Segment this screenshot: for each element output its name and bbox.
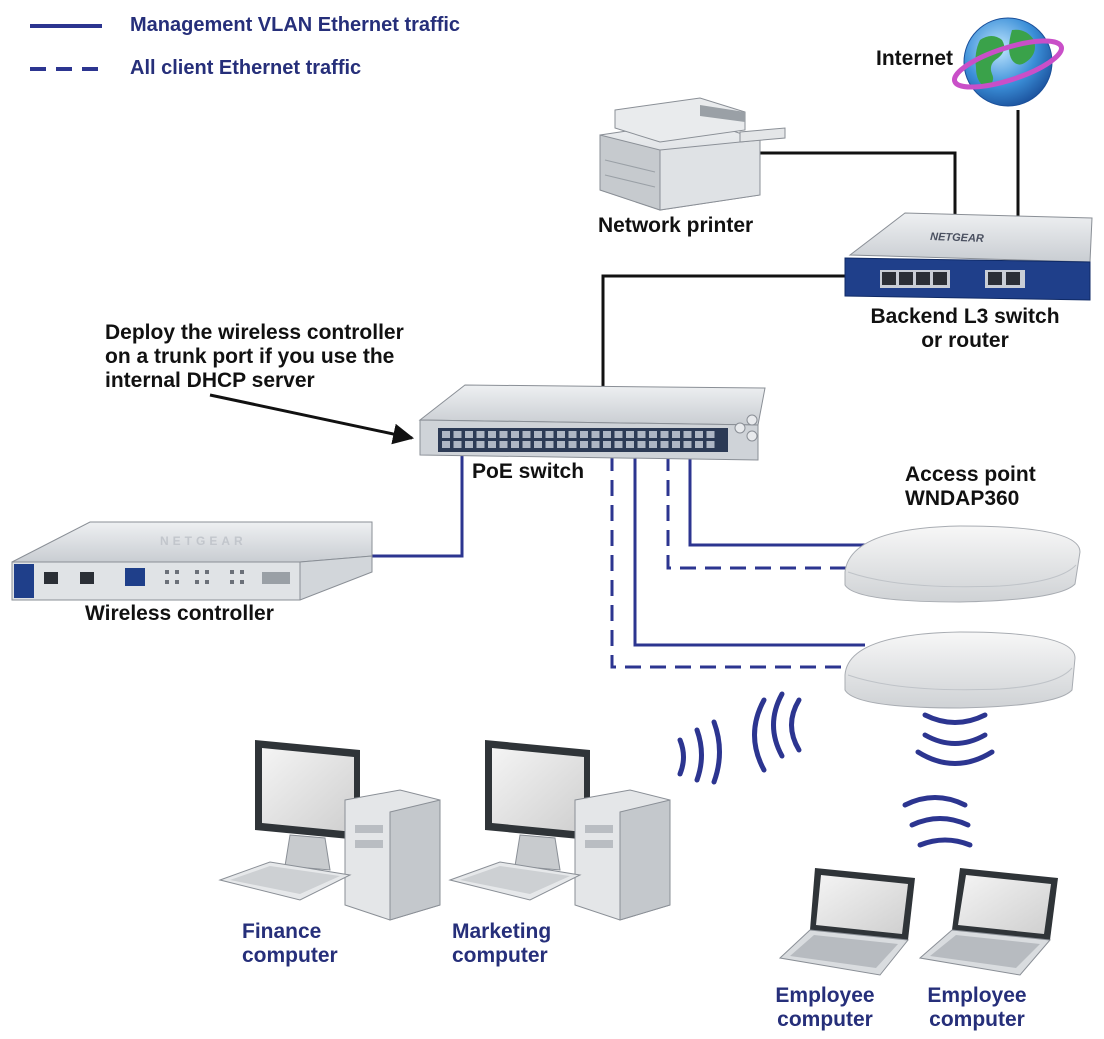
switch-port-icon	[695, 441, 703, 448]
switch-port-icon	[476, 441, 485, 448]
marketing-label-line2: computer	[452, 944, 548, 967]
switch-port-icon	[672, 431, 680, 438]
switch-port-icon	[603, 441, 611, 448]
router-brand-label: NETGEAR	[930, 231, 984, 245]
access-point-icon	[844, 631, 1076, 709]
poe-switch-label: PoE switch	[472, 460, 585, 483]
switch-port-icon	[637, 441, 646, 448]
controller-brand-label: NETGEAR	[160, 534, 247, 548]
switch-port-icon	[683, 431, 692, 438]
switch-port-icon	[522, 431, 531, 438]
switch-port-icon	[580, 431, 588, 438]
switch-port-icon	[614, 441, 623, 448]
employee1-label-line2: computer	[777, 1008, 873, 1031]
controller-label: Wireless controller	[85, 602, 274, 625]
legend-management-label: Management VLAN Ethernet traffic	[130, 14, 461, 36]
wifi-waves-icon	[677, 691, 995, 848]
switch-port-icon	[672, 441, 680, 448]
employee2-label-line2: computer	[929, 1008, 1025, 1031]
finance-label-line1: Finance	[242, 920, 322, 943]
switch-port-icon	[511, 431, 519, 438]
switch-port-icon	[626, 441, 634, 448]
switch-port-icon	[453, 431, 462, 438]
router-icon: NETGEAR	[844, 212, 1093, 301]
switch-port-icon	[580, 441, 588, 448]
switch-port-icon	[557, 441, 565, 448]
controller-icon: NETGEAR	[11, 521, 373, 601]
switch-port-icon	[499, 431, 508, 438]
annotation-arrow	[209, 393, 415, 445]
switch-port-icon	[706, 441, 715, 448]
client-links	[610, 455, 868, 669]
switch-port-icon	[568, 441, 577, 448]
switch-port-icon	[511, 441, 519, 448]
printer-icon	[599, 97, 786, 211]
internet-label: Internet	[876, 47, 954, 70]
switch-port-icon	[568, 431, 577, 438]
access-point-label-line2: WNDAP360	[905, 487, 1020, 510]
switch-port-icon	[683, 441, 692, 448]
switch-port-icon	[591, 441, 600, 448]
switch-port-icon	[534, 441, 542, 448]
switch-port-icon	[695, 431, 703, 438]
switch-port-icon	[545, 441, 554, 448]
switch-port-icon	[534, 431, 542, 438]
switch-port-icon	[660, 431, 669, 438]
access-point-icon	[844, 525, 1081, 603]
legend-client-label: All client Ethernet traffic	[130, 57, 362, 79]
switch-port-icon	[499, 441, 508, 448]
router-label-line2: or router	[921, 329, 1009, 352]
switch-port-icon	[557, 431, 565, 438]
annotation-line-1: Deploy the wireless controller	[105, 321, 404, 344]
switch-port-icon	[522, 441, 531, 448]
marketing-label-line1: Marketing	[452, 920, 552, 943]
annotation-line-2: on a trunk port if you use the	[105, 345, 395, 368]
management-links	[372, 455, 868, 647]
switch-port-icon	[649, 431, 657, 438]
finance-label-line2: computer	[242, 944, 338, 967]
annotation-line-3: internal DHCP server	[105, 369, 315, 392]
switch-port-icon	[614, 431, 623, 438]
switch-icon	[418, 384, 766, 461]
laptop-icon	[918, 868, 1058, 976]
employee1-label-line1: Employee	[775, 984, 875, 1007]
switch-port-icon	[442, 441, 450, 448]
desktop-icon	[448, 740, 671, 921]
switch-port-icon	[637, 431, 646, 438]
switch-port-icon	[591, 431, 600, 438]
switch-port-icon	[603, 431, 611, 438]
access-point-label-line1: Access point	[905, 463, 1036, 486]
router-label-line1: Backend L3 switch	[870, 305, 1060, 328]
switch-port-icon	[476, 431, 485, 438]
printer-label: Network printer	[598, 214, 754, 237]
switch-port-icon	[706, 431, 715, 438]
switch-port-icon	[545, 431, 554, 438]
desktop-icon	[218, 740, 441, 921]
employee2-label-line1: Employee	[927, 984, 1027, 1007]
switch-port-icon	[465, 431, 473, 438]
switch-port-icon	[488, 431, 496, 438]
switch-port-icon	[649, 441, 657, 448]
laptop-icon	[778, 868, 915, 976]
switch-port-icon	[465, 441, 473, 448]
globe-icon	[952, 17, 1064, 107]
switch-port-icon	[626, 431, 634, 438]
switch-port-icon	[488, 441, 496, 448]
switch-port-icon	[660, 441, 669, 448]
switch-port-icon	[453, 441, 462, 448]
switch-port-icon	[442, 431, 450, 438]
